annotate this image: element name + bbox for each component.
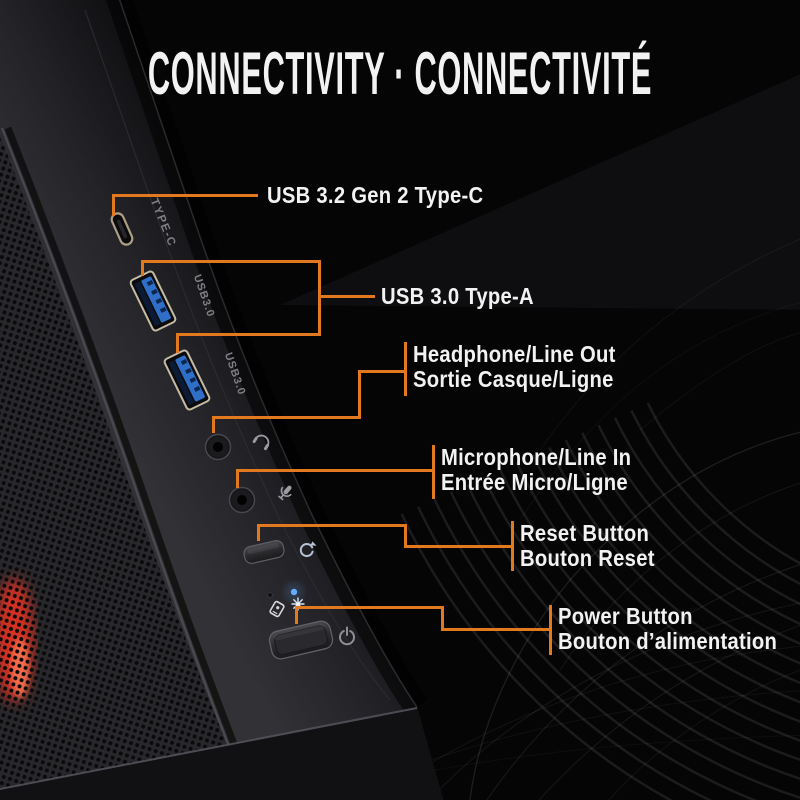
callout-line-reset [257,524,407,527]
callout-line-usbc [112,194,258,197]
label-reset: Reset Button Bouton Reset [520,521,655,571]
page-title: CONNECTIVITY · CONNECTIVITÉ [147,40,653,108]
label-microphone-fr: Entrée Micro/Ligne [441,469,628,495]
mesh-bevel-shadow [4,126,250,777]
callout-line-audio-in [236,469,239,488]
sparkle-icon [291,597,305,611]
callout-line-audio-out [404,342,407,396]
label-microphone-en: Microphone/Line In [441,444,632,470]
reset-icon [299,541,317,558]
callout-line-audio-out [212,416,361,419]
label-power-en: Power Button [558,603,693,629]
label-usb-type-c: USB 3.2 Gen 2 Type-C [267,182,484,208]
headphone-jack [204,433,232,461]
callout-line-power [295,606,298,624]
callout-line-usba [141,260,144,276]
callout-line-reset [404,524,407,548]
callout-line-reset [257,524,260,541]
case-edge-highlight [118,0,418,708]
reset-button [243,540,285,564]
callout-line-audio-in [432,445,435,499]
callout-line-audio-out [358,370,407,373]
callout-line-usba [141,260,321,263]
label-reset-fr: Bouton Reset [520,545,655,571]
bottom-chamfer-edge [0,707,418,791]
background-sheen [280,74,800,310]
bottom-chamfer [0,707,444,800]
callout-line-usba [318,260,321,336]
usb-a-port-bottom [163,349,211,411]
label-reset-en: Reset Button [520,520,650,546]
callout-line-usba [176,333,179,353]
callout-line-power [441,606,444,631]
callout-line-audio-in [236,469,435,472]
microphone-jack [228,486,256,514]
power-icon [339,626,355,646]
hdd-icon [269,600,285,618]
usb-c-port [110,212,134,246]
callout-line-reset [404,545,514,548]
power-led [290,588,298,596]
mesh-bevel-line [0,127,242,776]
callout-line-usba [318,295,375,298]
label-power: Power Button Bouton d’alimentation [558,604,777,654]
label-headphone-en: Headphone/Line Out [413,341,616,367]
callout-line-power [295,606,444,609]
microphone-icon [278,485,292,501]
mesh-texture [0,134,238,800]
hdd-led-off [267,592,273,598]
power-button [268,620,334,660]
callout-line-audio-out [212,416,215,433]
headphone-icon [252,434,270,451]
label-headphone-fr: Sortie Casque/Ligne [413,366,614,392]
callout-line-audio-out [358,370,361,419]
label-power-fr: Bouton d’alimentation [558,628,778,654]
label-usb-type-a: USB 3.0 Type-A [381,283,534,309]
callout-line-power [441,628,552,631]
usb-a-port-top [129,270,177,332]
label-microphone: Microphone/Line In Entrée Micro/Ligne [441,445,631,495]
callout-line-usbc [112,194,115,216]
label-headphone: Headphone/Line Out Sortie Casque/Ligne [413,342,616,392]
panel-chamfer-line [84,9,391,701]
callout-line-usba [176,333,321,336]
